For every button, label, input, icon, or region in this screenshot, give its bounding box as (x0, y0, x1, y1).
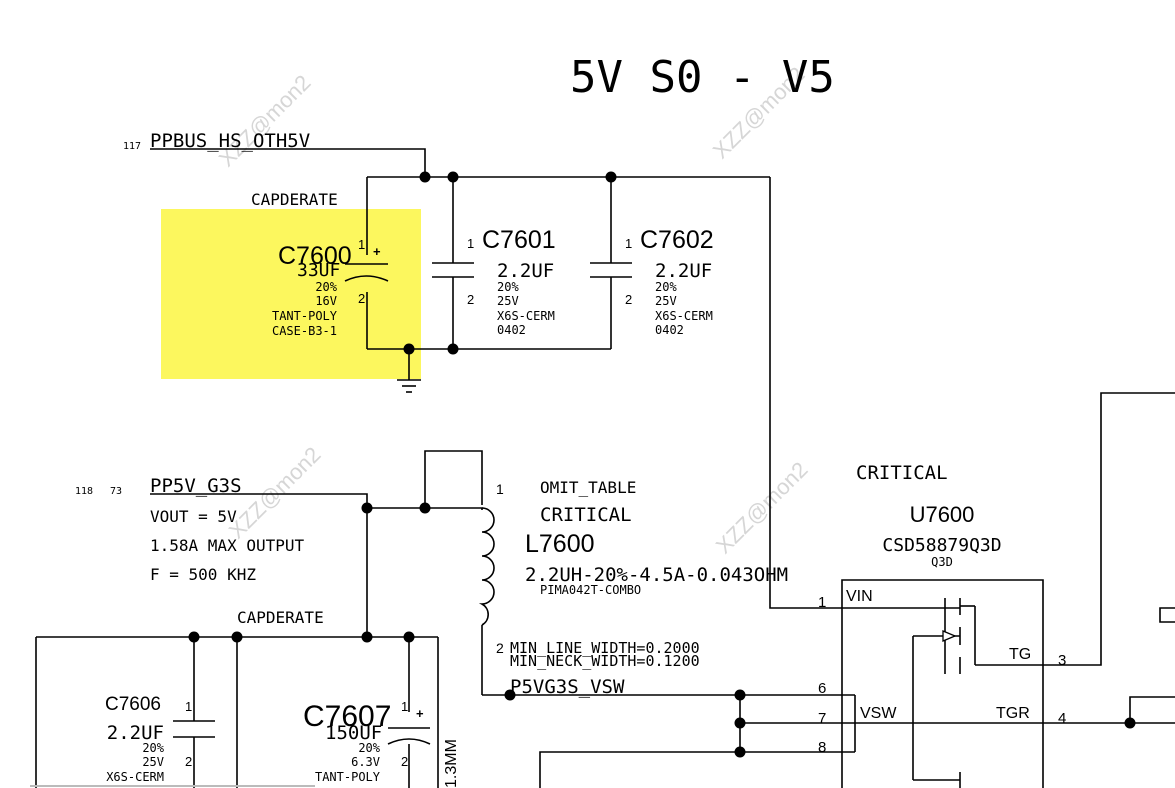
note-max-output: 1.58A MAX OUTPUT (150, 536, 304, 555)
pin-number: 4 (1058, 710, 1066, 727)
omit-table-label: OMIT_TABLE (540, 478, 636, 497)
cap-package: 0402 (655, 323, 684, 337)
net-ref: 118 (75, 486, 93, 497)
junction-dots-middle (188, 502, 516, 701)
page-title: 5V S0 - V5 (570, 52, 835, 103)
pin-number: 1 (185, 699, 192, 714)
pin-number: 8 (818, 739, 826, 756)
capderate-label: CAPDERATE (237, 608, 324, 627)
net-vsw-label: P5VG3S_VSW (510, 676, 625, 698)
ref-designator: C7607 (303, 700, 391, 733)
cap-voltage: 25V (142, 755, 164, 769)
mosfet-arrow-icon (942, 630, 957, 642)
cap-type: TANT-POLY (315, 770, 381, 784)
pin-label-vin: VIN (846, 588, 873, 605)
cap-value: 2.2UF (497, 260, 554, 282)
pin-label-tg: TG (1009, 646, 1031, 663)
net-name: PPBUS_HS_OTH5V (150, 130, 310, 152)
junction-dots-top (403, 171, 617, 355)
cap-voltage: 25V (497, 294, 519, 308)
pin-number: 2 (625, 292, 632, 307)
cap-height-label: 1.3MM (443, 739, 460, 788)
pin-number: 1 (467, 236, 474, 251)
net-ref: 73 (110, 486, 122, 497)
pin-number: 2 (358, 291, 365, 306)
net-name: PP5V_G3S (150, 475, 242, 497)
net-pphs-label: 117 PPBUS_HS_OTH5V (123, 130, 310, 152)
ref-designator: C7602 (640, 226, 714, 254)
ref-designator: U7600 (910, 502, 975, 527)
pin-number: 3 (1058, 652, 1066, 669)
capacitor-c7607: C7607 1 + 2 150UF 20% 6.3V TANT-POLY 1.3… (303, 699, 460, 788)
inductor-package: PIMA042T-COMBO (540, 583, 641, 597)
pin-number: 1 (401, 699, 408, 714)
cap-package: 0402 (497, 323, 526, 337)
capacitor-c7601: 1 C7601 2 2.2UF 20% 25V X6S-CERM 0402 (432, 226, 556, 337)
pin-number: 2 (467, 292, 474, 307)
cap-value: 33UF (297, 260, 340, 281)
inductor-l7600: 1 2 OMIT_TABLE CRITICAL L7600 2.2UH-20%-… (478, 478, 788, 656)
ref-designator: C7606 (105, 694, 161, 715)
watermark: XZZ@mon2 (711, 457, 813, 559)
cap-value: 2.2UF (107, 722, 164, 744)
top-wires (150, 148, 842, 609)
min-line-width-note: MIN_LINE_WIDTH=0.2000 (510, 639, 700, 657)
pin-number: 1 (358, 237, 365, 252)
cap-tolerance: 20% (497, 280, 519, 294)
capderate-label: CAPDERATE (251, 190, 338, 209)
pin-number: 1 (818, 594, 826, 611)
pin-number: 2 (496, 640, 504, 656)
c7600-highlight (161, 209, 421, 379)
polarity-mark: + (416, 706, 424, 721)
net-pp5v-label: 118 73 PP5V_G3S (75, 475, 242, 497)
cap-type: X6S-CERM (497, 309, 555, 323)
part-number: CSD58879Q3D (882, 535, 1001, 556)
capacitor-c7602: 1 C7602 2 2.2UF 20% 25V X6S-CERM 0402 (590, 226, 714, 337)
ref-designator: L7600 (525, 530, 595, 558)
cap-package: CASE-B3-1 (272, 324, 337, 338)
cap-value: 2.2UF (655, 260, 712, 282)
ref-designator: C7601 (482, 226, 556, 254)
cap-tolerance: 20% (655, 280, 677, 294)
ref-designator: C7600 (278, 242, 352, 270)
pin-number: 2 (401, 754, 408, 769)
capacitor-c7606: C7606 1 2 2.2UF 20% 25V X6S-CERM (105, 694, 215, 784)
watermark: XZZ@mon2 (214, 70, 316, 172)
pin-number: 1 (496, 481, 504, 497)
cap-voltage: 16V (315, 294, 337, 308)
net-ref: 117 (123, 141, 141, 152)
critical-label: CRITICAL (856, 462, 948, 484)
pin-number: 7 (818, 710, 826, 727)
cap-voltage: 25V (655, 294, 677, 308)
pin-number: 1 (625, 236, 632, 251)
note-frequency: F = 500 KHZ (150, 565, 256, 584)
cap-tolerance: 20% (142, 741, 164, 755)
pin-label-tgr: TGR (996, 705, 1030, 722)
pin-number: 2 (185, 754, 192, 769)
pin-label-vsw: VSW (860, 705, 897, 722)
min-neck-width-note: MIN_NECK_WIDTH=0.1200 (510, 652, 700, 670)
cap-value: 150UF (325, 722, 382, 744)
capacitor-c7600: C7600 1 + 2 33UF 20% 16V TANT-POLY CASE-… (272, 237, 389, 338)
note-vout: VOUT = 5V (150, 507, 237, 526)
cap-type: TANT-POLY (272, 309, 338, 323)
cap-tolerance: 20% (358, 741, 380, 755)
pin-number: 6 (818, 680, 826, 697)
middle-wires (35, 450, 855, 788)
polarity-mark: + (373, 244, 381, 259)
cap-voltage: 6.3V (351, 755, 380, 769)
critical-label: CRITICAL (540, 504, 632, 526)
ground-icon (397, 379, 421, 393)
cap-type: X6S-CERM (655, 309, 713, 323)
inductor-value: 2.2UH-20%-4.5A-0.043OHM (525, 564, 788, 586)
right-wires (539, 392, 1175, 788)
cap-tolerance: 20% (315, 280, 337, 294)
ic-u7600: CRITICAL U7600 CSD58879Q3D Q3D VIN TG VS… (818, 462, 1066, 788)
cap-type: X6S-CERM (106, 770, 164, 784)
part-package: Q3D (931, 555, 953, 569)
junction-dots-right (734, 689, 1136, 758)
